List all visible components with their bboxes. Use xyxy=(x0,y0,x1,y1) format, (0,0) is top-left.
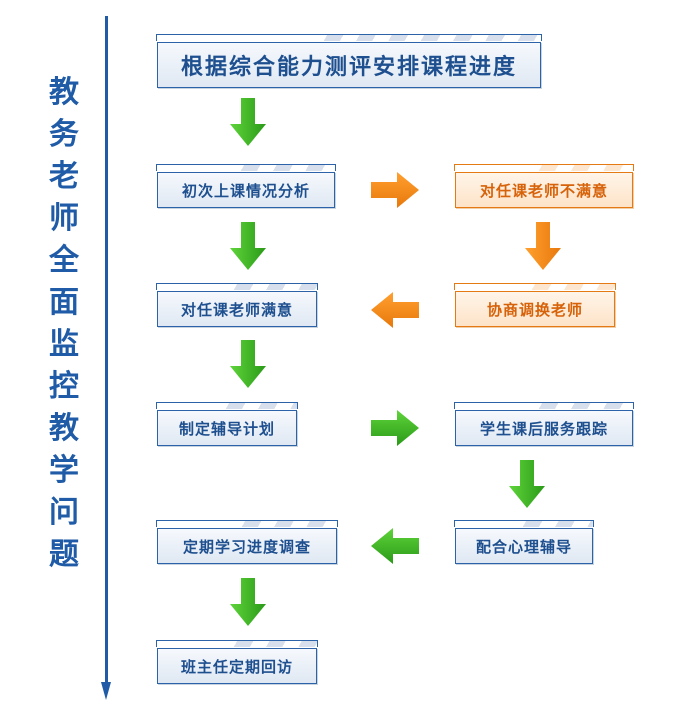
timeline-arrowhead-icon xyxy=(101,682,111,700)
timeline-line xyxy=(105,16,108,686)
side-title-char: 老 xyxy=(49,159,79,194)
arrow-left-orange-icon xyxy=(371,292,419,328)
node-label: 根据综合能力测评安排课程进度 xyxy=(180,55,517,80)
side-title: 教 务 老 师 全 面 监 控 教 学 问 题 xyxy=(44,72,84,576)
node-after-class-service: 学生课后服务跟踪 xyxy=(454,402,634,446)
node-label: 学生课后服务跟踪 xyxy=(479,419,608,438)
node-label: 对任课老师满意 xyxy=(180,300,293,319)
node-start: 根据综合能力测评安排课程进度 xyxy=(156,34,542,88)
side-title-char: 教 xyxy=(49,75,79,110)
node-label: 制定辅导计划 xyxy=(178,419,275,438)
node-negotiate-change: 协商调换老师 xyxy=(454,283,616,327)
node-make-tutoring-plan: 制定辅导计划 xyxy=(156,402,298,446)
node-label: 定期学习进度调查 xyxy=(182,537,311,556)
side-title-char: 学 xyxy=(49,453,79,488)
node-not-satisfied: 对任课老师不满意 xyxy=(454,164,634,208)
arrow-right-icon xyxy=(371,410,419,446)
node-regular-progress-survey: 定期学习进度调查 xyxy=(156,520,338,564)
arrow-down-icon xyxy=(230,222,266,270)
side-title-char: 师 xyxy=(49,201,79,236)
node-first-class-analysis: 初次上课情况分析 xyxy=(156,164,336,208)
side-title-char: 问 xyxy=(49,495,79,530)
arrow-down-icon xyxy=(230,340,266,388)
side-title-char: 控 xyxy=(49,369,79,404)
arrow-down-orange-icon xyxy=(525,222,561,270)
side-title-char: 题 xyxy=(49,537,79,572)
side-title-char: 监 xyxy=(49,327,79,362)
arrow-down-icon xyxy=(230,578,266,626)
node-label: 对任课老师不满意 xyxy=(479,181,608,200)
side-title-char: 教 xyxy=(49,411,79,446)
node-psychological-support: 配合心理辅导 xyxy=(454,520,594,564)
node-label: 初次上课情况分析 xyxy=(181,181,310,200)
node-label: 协商调换老师 xyxy=(486,300,583,319)
node-label: 配合心理辅导 xyxy=(475,537,572,556)
side-title-char: 全 xyxy=(49,243,79,278)
arrow-right-orange-icon xyxy=(371,172,419,208)
arrow-left-icon xyxy=(371,528,419,564)
side-title-char: 面 xyxy=(49,285,79,320)
arrow-down-icon xyxy=(509,460,545,508)
node-label: 班主任定期回访 xyxy=(180,657,293,676)
node-head-teacher-visit: 班主任定期回访 xyxy=(156,640,318,684)
arrow-down-icon xyxy=(230,98,266,146)
node-satisfied: 对任课老师满意 xyxy=(156,283,318,327)
side-title-char: 务 xyxy=(49,117,79,152)
